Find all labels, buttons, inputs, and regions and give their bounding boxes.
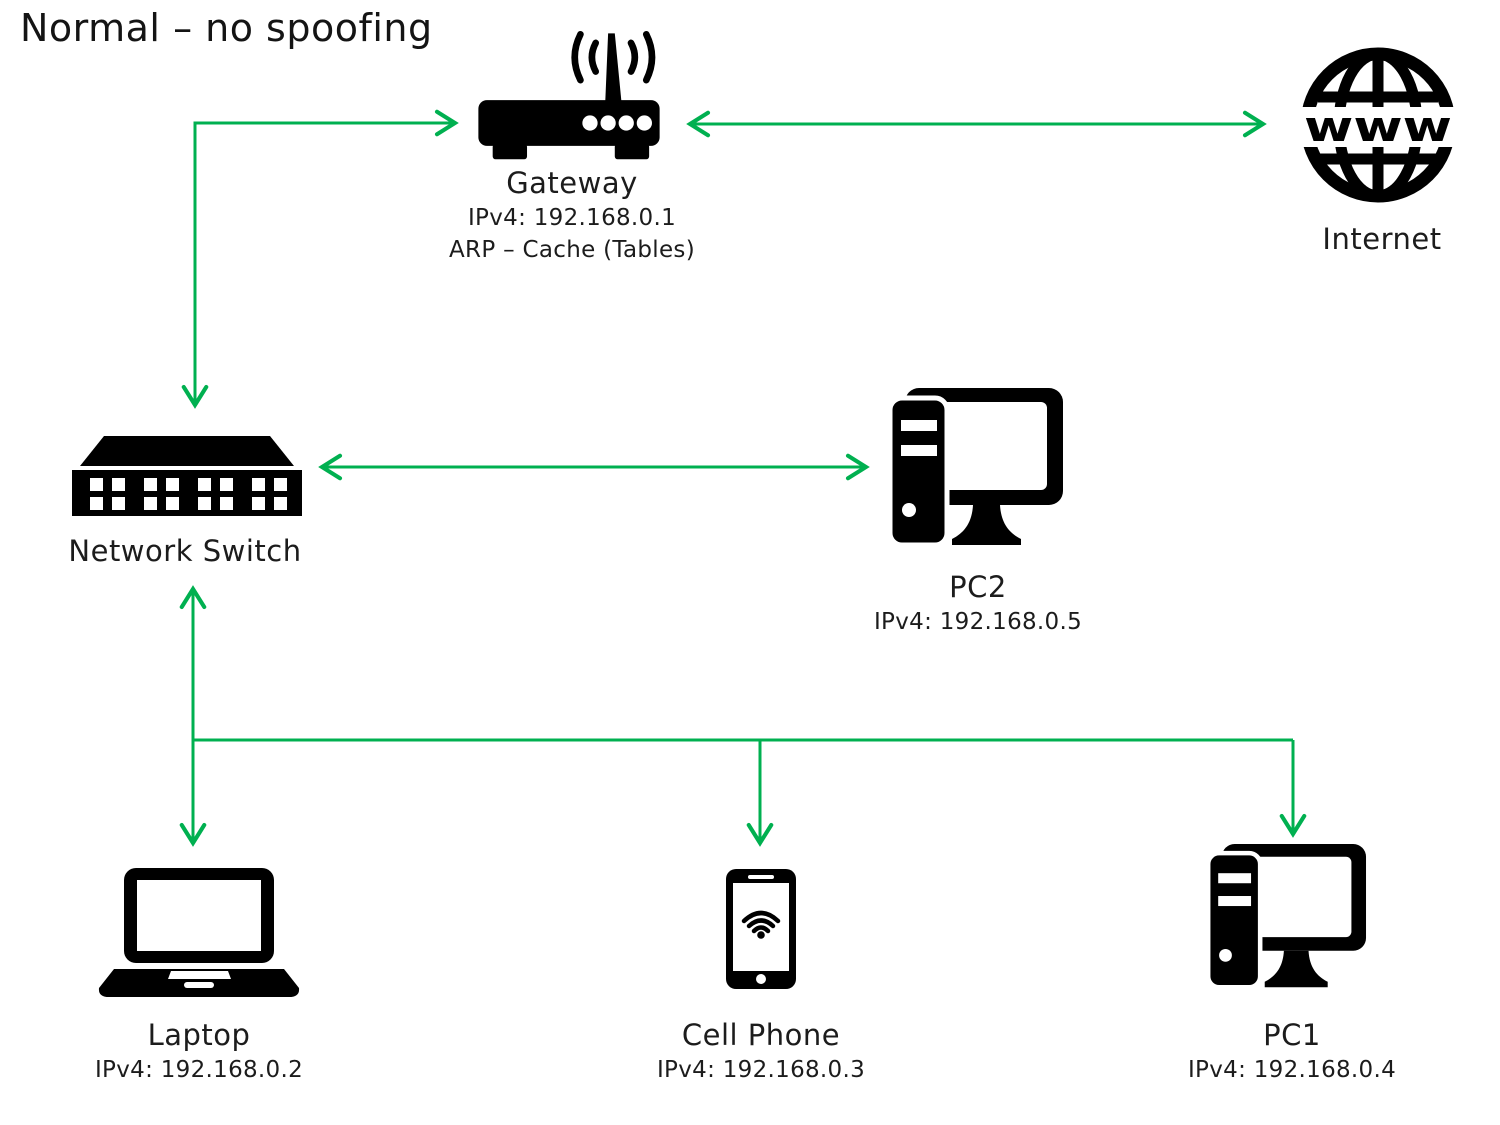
diagram-title: Normal – no spoofing	[20, 6, 433, 50]
globe-www-text: www	[1304, 102, 1452, 151]
cell-phone-ipv4: IPv4: 192.168.0.3	[656, 1057, 866, 1083]
network-switch-name: Network Switch	[68, 534, 302, 568]
gateway-name: Gateway	[506, 166, 638, 200]
wifi-icon	[741, 910, 781, 934]
gateway-labels: Gateway IPv4: 192.168.0.1 ARP – Cache (T…	[372, 166, 772, 265]
pc1-labels: PC1 IPv4: 192.168.0.4	[1142, 1018, 1442, 1085]
connector-switch-gateway	[181, 109, 459, 409]
desktop-computer-icon-pc2	[890, 388, 1063, 548]
pc2-ipv4: IPv4: 192.168.0.5	[873, 609, 1083, 635]
cell-phone-name: Cell Phone	[681, 1018, 841, 1052]
internet-name: Internet	[1322, 222, 1442, 256]
network-switch-icon	[72, 436, 302, 516]
smartphone-icon	[726, 869, 796, 989]
internet-labels: Internet	[1232, 222, 1500, 257]
desktop-computer-icon-pc1	[1208, 844, 1367, 990]
laptop-ipv4: IPv4: 192.168.0.2	[94, 1057, 304, 1083]
router-icon	[478, 30, 660, 160]
gateway-arp-note: ARP – Cache (Tables)	[449, 237, 695, 263]
pc2-labels: PC2 IPv4: 192.168.0.5	[828, 570, 1128, 637]
pc1-ipv4: IPv4: 192.168.0.4	[1187, 1057, 1397, 1083]
network-switch-labels: Network Switch	[35, 534, 335, 569]
laptop-labels: Laptop IPv4: 192.168.0.2	[49, 1018, 349, 1085]
pc2-name: PC2	[949, 570, 1007, 604]
laptop-name: Laptop	[147, 1018, 251, 1052]
globe-www-icon: www	[1298, 47, 1458, 203]
gateway-ipv4: IPv4: 192.168.0.1	[467, 205, 677, 231]
cell-phone-labels: Cell Phone IPv4: 192.168.0.3	[611, 1018, 911, 1085]
pc1-name: PC1	[1263, 1018, 1321, 1052]
laptop-icon	[98, 868, 300, 997]
